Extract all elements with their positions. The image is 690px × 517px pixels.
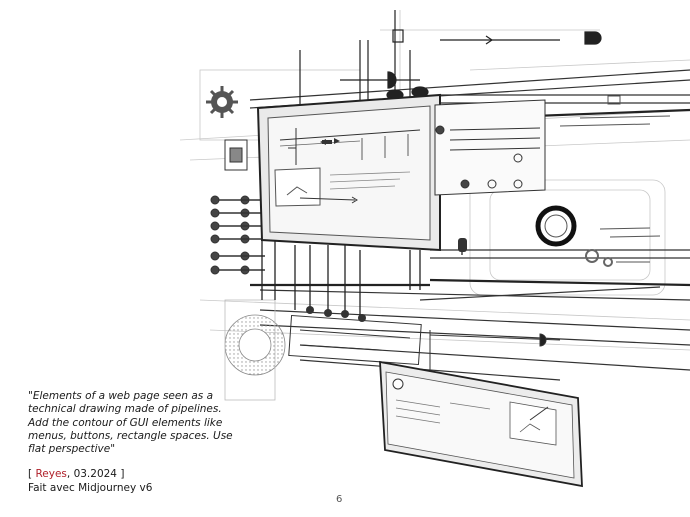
credit-open-bracket: [ <box>28 468 33 480</box>
credit-date: , 03.2024 <box>66 468 117 480</box>
gear-icon <box>206 86 238 118</box>
credit-close-bracket: ] <box>120 468 125 480</box>
small-gear-icon <box>585 249 613 267</box>
page-number: 6 <box>336 494 343 505</box>
caption-line: "Elements of a web page seen as a <box>28 390 214 402</box>
credit-tool: Fait avec Midjourney v6 <box>28 482 153 494</box>
prompt-caption: "Elements of a web page seen as a techni… <box>28 390 238 456</box>
caption-line: flat perspective" <box>28 443 116 456</box>
caption-line: technical drawing made of pipelines. <box>28 403 222 416</box>
caption-line: Add the contour of GUI elements like <box>28 416 223 429</box>
credit-author: Reyes <box>35 468 67 480</box>
caption-line: menus, buttons, rectangle spaces. Use <box>28 429 233 442</box>
credit-line: [ Reyes, 03.2024 ] <box>28 468 124 481</box>
